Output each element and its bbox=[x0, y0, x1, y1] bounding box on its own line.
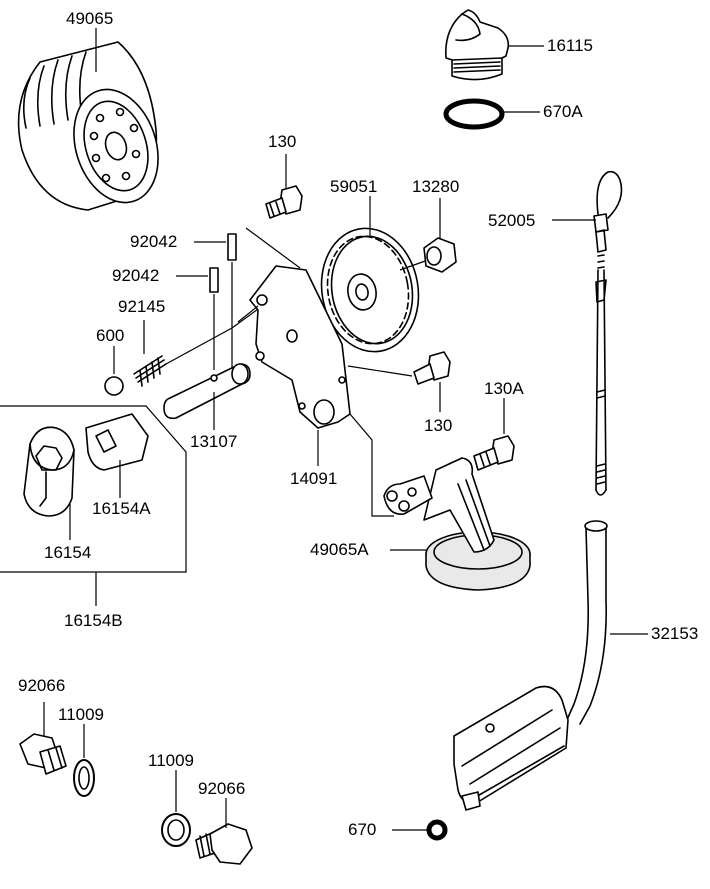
oring-670-drawing bbox=[392, 819, 448, 841]
label-washer-left: 11009 bbox=[58, 705, 105, 724]
label-plate: 14091 bbox=[290, 469, 338, 488]
label-washer-right: 11009 bbox=[148, 751, 195, 770]
gear-drawing bbox=[320, 196, 429, 353]
nut-drawing bbox=[423, 198, 457, 273]
shaft-drawing bbox=[163, 363, 251, 430]
oil-cap-drawing bbox=[443, 9, 544, 130]
bolt-mid-drawing bbox=[413, 351, 451, 412]
bolt-top-drawing bbox=[245, 154, 303, 269]
dipstick-tube-drawing bbox=[453, 520, 648, 811]
label-socket: 16154 bbox=[44, 543, 92, 562]
label-shaft: 13107 bbox=[190, 432, 238, 451]
drain-plug-right-drawing bbox=[161, 770, 253, 865]
label-pin-lower: 92042 bbox=[112, 266, 160, 285]
label-gear: 59051 bbox=[330, 177, 378, 196]
label-cap-oring: 670A bbox=[543, 102, 583, 121]
label-socket-set: 16154B bbox=[64, 611, 123, 630]
label-pin-upper: 92042 bbox=[130, 232, 178, 251]
label-bolt-mid: 130 bbox=[424, 416, 453, 435]
plate-drawing bbox=[237, 265, 413, 517]
label-plug-left: 92066 bbox=[18, 676, 66, 695]
dipstick-drawing bbox=[552, 170, 623, 496]
label-dipstick: 52005 bbox=[488, 211, 536, 230]
oil-filter-drawing bbox=[17, 28, 159, 211]
label-oil-filter: 49065 bbox=[66, 9, 114, 28]
drain-plug-left-drawing bbox=[19, 702, 95, 797]
socket-set-drawing bbox=[0, 405, 187, 606]
label-nut: 13280 bbox=[412, 177, 460, 196]
label-strainer: 49065A bbox=[310, 540, 369, 559]
label-spring: 92145 bbox=[118, 297, 166, 316]
strainer-drawing bbox=[383, 457, 531, 591]
label-oil-cap: 16115 bbox=[547, 36, 594, 55]
pins-drawing bbox=[176, 233, 237, 370]
label-ball: 600 bbox=[96, 326, 125, 345]
label-plug-right: 92066 bbox=[198, 779, 246, 798]
label-bolt-strainer: 130A bbox=[484, 379, 524, 398]
spring-ball-drawing bbox=[104, 295, 277, 396]
label-socket-adapter: 16154A bbox=[92, 499, 151, 518]
label-bolt-top: 130 bbox=[268, 132, 297, 151]
label-dipstick-tube: 32153 bbox=[651, 624, 699, 643]
label-tube-oring: 670 bbox=[348, 820, 377, 839]
